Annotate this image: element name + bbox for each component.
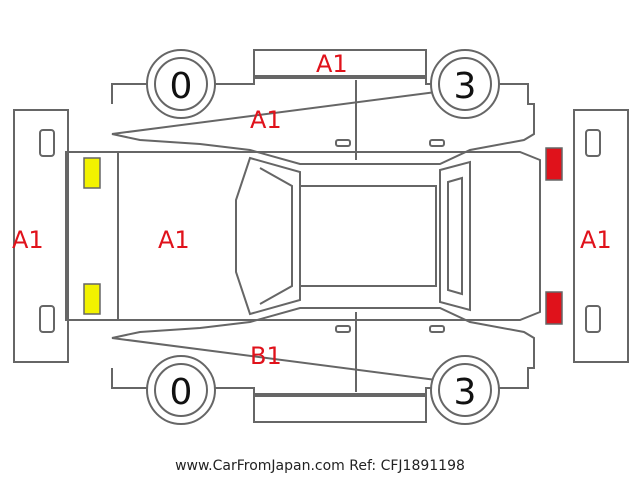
wheel-front-right [146, 355, 216, 425]
roof-edge-bottom [253, 395, 427, 423]
footer-reference: www.CarFromJapan.com Ref: CFJ1891198 [175, 458, 465, 474]
code-rear-bumper: A1 [580, 226, 612, 254]
roof-edge-top [253, 49, 427, 77]
left-side-profile [111, 77, 535, 165]
code-hood: A1 [158, 226, 190, 254]
tire-mark-rear-right: 3 [454, 372, 477, 413]
code-left-bumper: A1 [12, 226, 44, 254]
tire-mark-front-left: 0 [170, 66, 193, 107]
top-view-body [65, 151, 541, 321]
tire-mark-rear-left: 3 [454, 66, 477, 107]
right-side-profile [111, 307, 535, 395]
code-left-front-door: A1 [250, 106, 282, 134]
front-light-lower [83, 283, 101, 315]
wheel-rear-left [430, 49, 500, 119]
front-bumper-panel [13, 109, 69, 363]
wheel-front-left [146, 49, 216, 119]
rear-bumper-panel [573, 109, 629, 363]
wheel-rear-right [430, 355, 500, 425]
tire-mark-front-right: 0 [170, 372, 193, 413]
rear-light-upper [545, 147, 563, 181]
rear-light-lower [545, 291, 563, 325]
front-light-upper [83, 157, 101, 189]
code-right-front-door: B1 [250, 342, 282, 370]
code-roof-top-edge: A1 [316, 50, 348, 78]
